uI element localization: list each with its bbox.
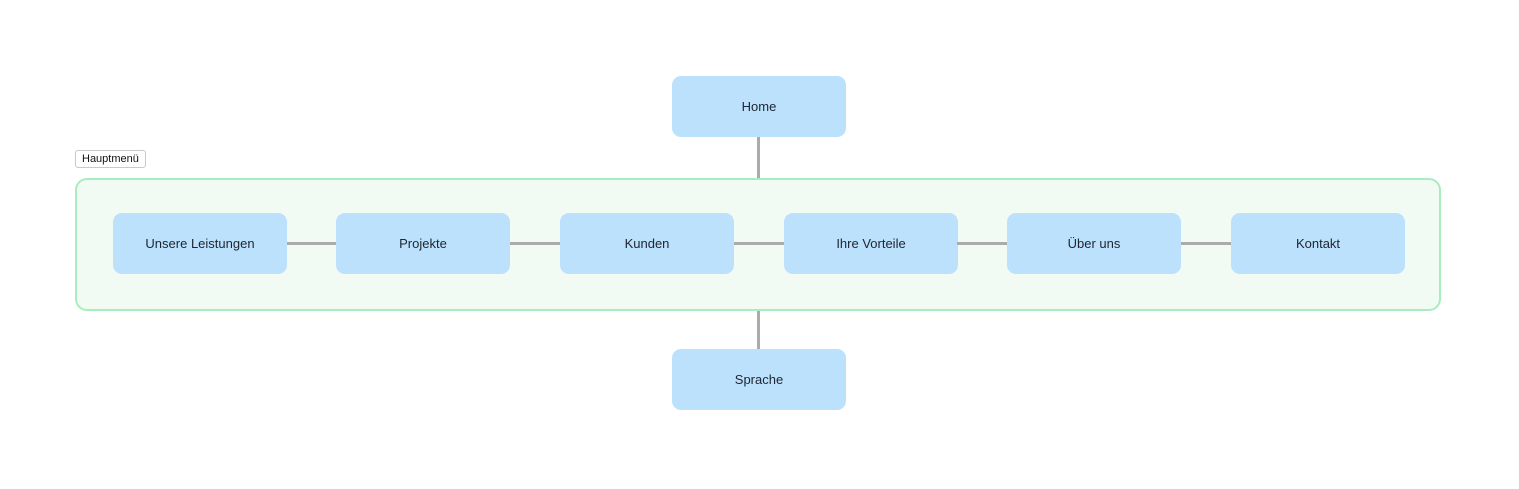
connector-kunden-to-vorteile [734,242,784,245]
node-ihre-vorteile[interactable]: Ihre Vorteile [784,213,958,274]
connector-leistungen-to-projekte [287,242,337,245]
node-sprache[interactable]: Sprache [672,349,846,410]
node-ihre-vorteile-label: Ihre Vorteile [836,236,906,251]
connector-group-to-sprache [757,311,760,349]
node-unsere-leistungen-label: Unsere Leistungen [145,236,255,251]
node-ueber-uns[interactable]: Über uns [1007,213,1181,274]
node-unsere-leistungen[interactable]: Unsere Leistungen [113,213,287,274]
connector-vorteile-to-ueberuns [957,242,1007,245]
node-kontakt-label: Kontakt [1295,236,1341,251]
node-home-label: Home [741,99,777,114]
node-home[interactable]: Home [672,76,846,137]
node-sprache-label: Sprache [734,372,784,387]
node-ueber-uns-label: Über uns [1067,236,1121,251]
connector-home-to-group [757,137,760,178]
node-kontakt[interactable]: Kontakt [1231,213,1405,274]
node-projekte[interactable]: Projekte [336,213,510,274]
node-kunden-label: Kunden [624,236,670,251]
node-projekte-label: Projekte [399,236,447,251]
node-kunden[interactable]: Kunden [560,213,734,274]
connector-ueberuns-to-kontakt [1181,242,1231,245]
connector-projekte-to-kunden [510,242,560,245]
group-label-hauptmenu: Hauptmenü [75,150,146,168]
